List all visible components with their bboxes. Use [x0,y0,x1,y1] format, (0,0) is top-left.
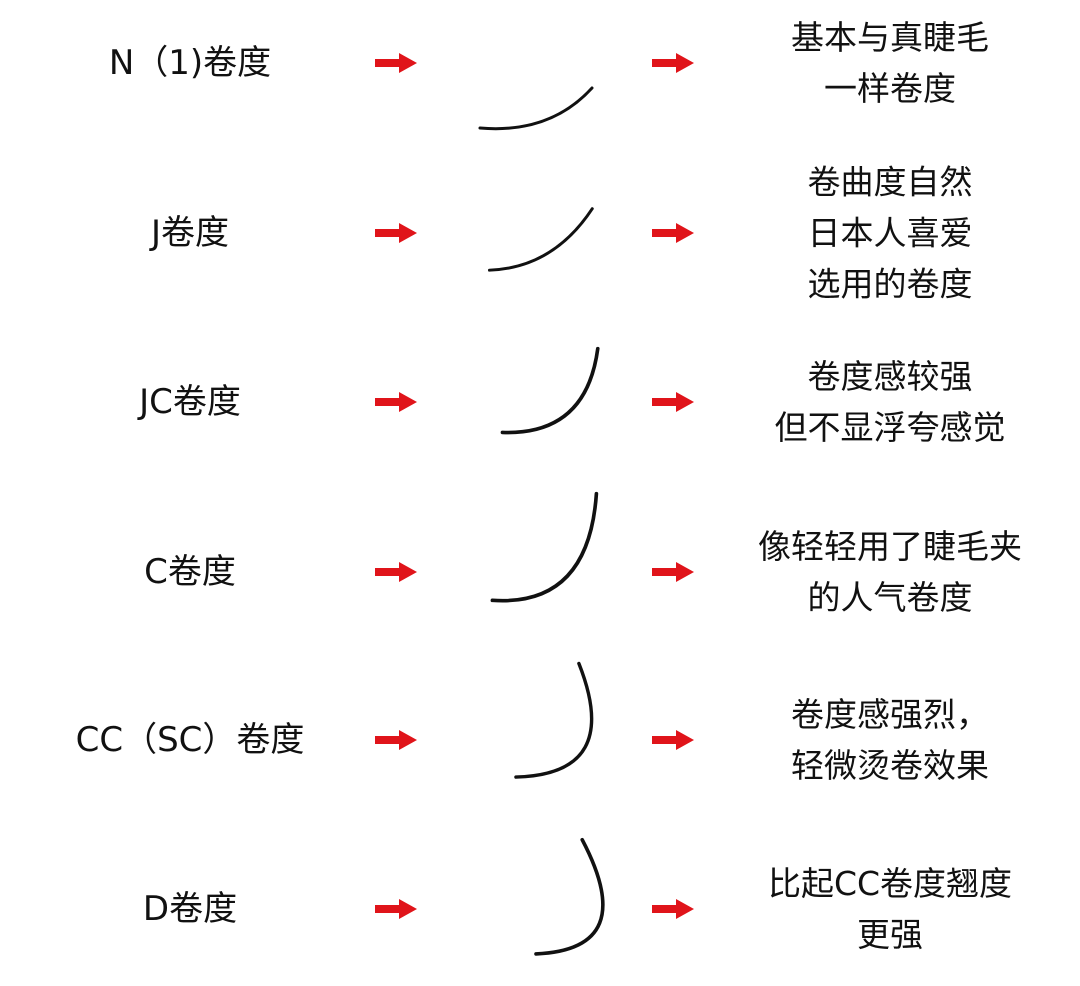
description-line: 的人气卷度 [807,578,973,617]
curl-description: 卷度感较强 但不显浮夸感觉 [740,351,1040,453]
curl-description: 卷曲度自然 日本人喜爱 选用的卷度 [740,157,1040,310]
curl-description: 卷度感强烈， 轻微烫卷效果 [740,689,1040,791]
curl-type-label: N（1)卷度 [108,43,272,83]
right-arrow-icon [375,899,417,919]
lash-curl-icon [514,661,594,779]
right-arrow-icon [652,562,694,582]
curl-type-label: C卷度 [144,552,236,592]
right-arrow-icon [375,730,417,750]
lash-curl-icon [500,346,600,435]
lash-curl-icon [534,837,605,956]
description-line: 更强 [857,915,923,954]
right-arrow-icon [375,223,417,243]
description-line: 一样卷度 [824,69,956,108]
right-arrow-icon [375,53,417,73]
curl-type-label: JC卷度 [139,382,241,422]
right-arrow-icon [375,562,417,582]
description-line: 但不显浮夸感觉 [774,408,1006,447]
right-arrow-icon [375,392,417,412]
curl-description: 比起CC卷度翘度 更强 [740,858,1040,960]
right-arrow-icon [652,53,694,73]
curl-type-label: J卷度 [150,213,230,253]
curl-type-label: D卷度 [142,889,238,929]
right-arrow-icon [652,392,694,412]
right-arrow-icon [652,223,694,243]
description-line: 选用的卷度 [807,264,973,304]
lash-curl-icon [490,491,599,603]
description-line: 日本人喜爱 [807,213,973,253]
description-line: 轻微烫卷效果 [791,746,989,785]
curl-type-label: CC（SC）卷度 [75,720,305,760]
lash-curl-icon [487,207,594,272]
description-line: 卷度感强烈， [791,695,989,734]
curl-description: 基本与真睫毛 一样卷度 [740,12,1040,114]
description-line: 比起CC卷度翘度 [767,864,1013,903]
lash-curl-icon [478,86,594,131]
description-line: 像轻轻用了睫毛夹 [758,527,1022,566]
description-line: 基本与真睫毛 [791,18,989,57]
description-line: 卷度感较强 [807,357,973,396]
right-arrow-icon [652,730,694,750]
description-line: 卷曲度自然 [807,162,973,202]
curl-description: 像轻轻用了睫毛夹 的人气卷度 [740,521,1040,623]
right-arrow-icon [652,899,694,919]
